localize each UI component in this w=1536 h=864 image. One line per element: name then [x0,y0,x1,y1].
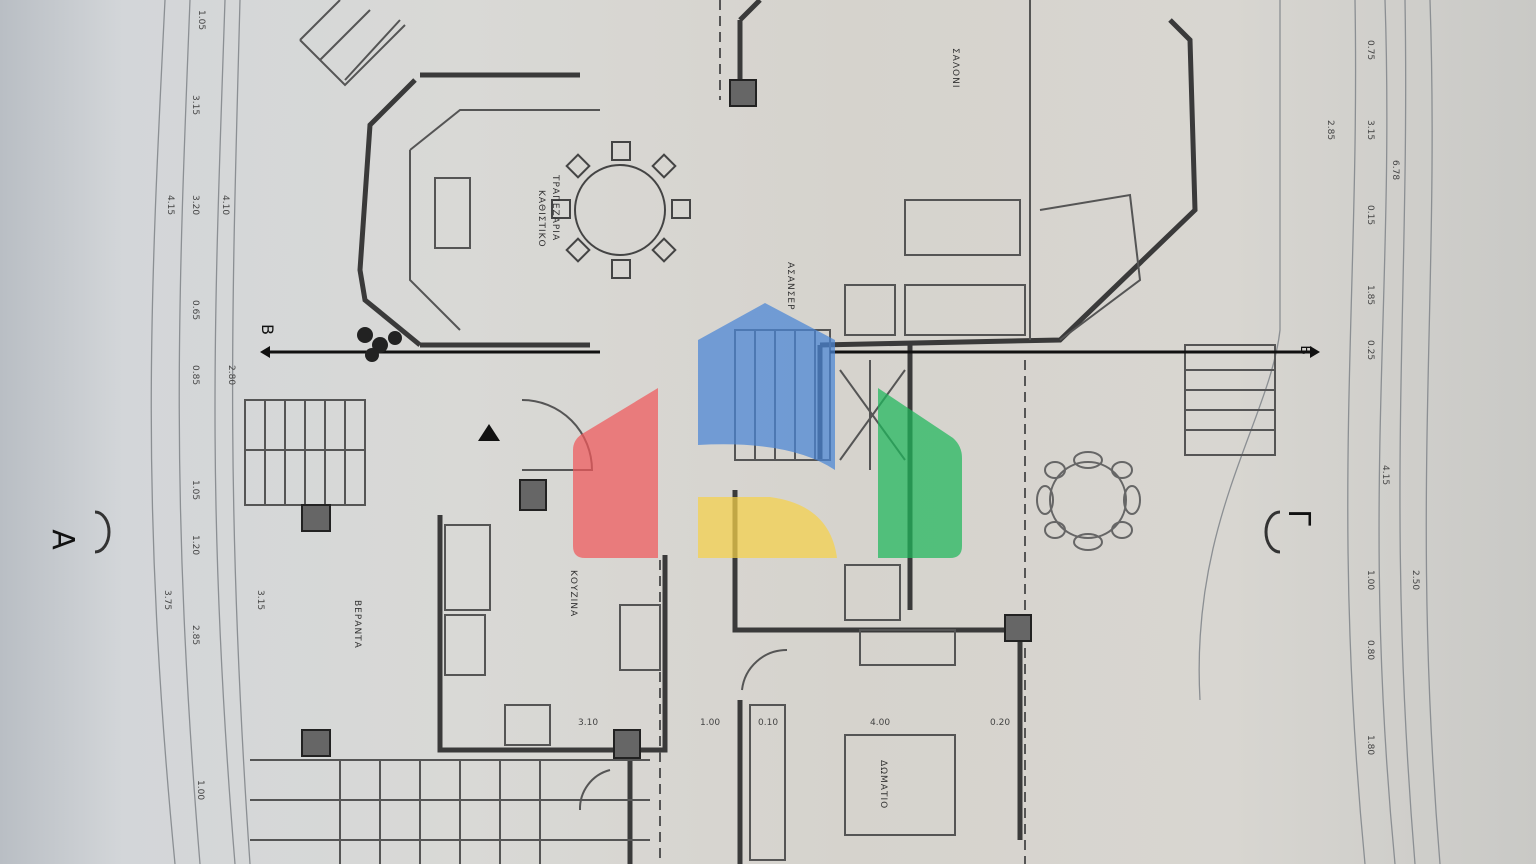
dimension-label: 1.00 [700,718,721,728]
dimension-label: 0.10 [758,718,779,728]
logo-red-shape [573,388,658,558]
logo-green-shape [878,388,962,558]
logo-yellow-shape [698,497,837,558]
dimension-label: 0.20 [990,718,1011,728]
dimension-label: 4.00 [870,718,891,728]
logo-blue-shape [698,303,835,470]
dining-table-icon [551,141,691,279]
dimension-label: 3.10 [578,718,599,728]
round-table-icon [1036,451,1141,551]
